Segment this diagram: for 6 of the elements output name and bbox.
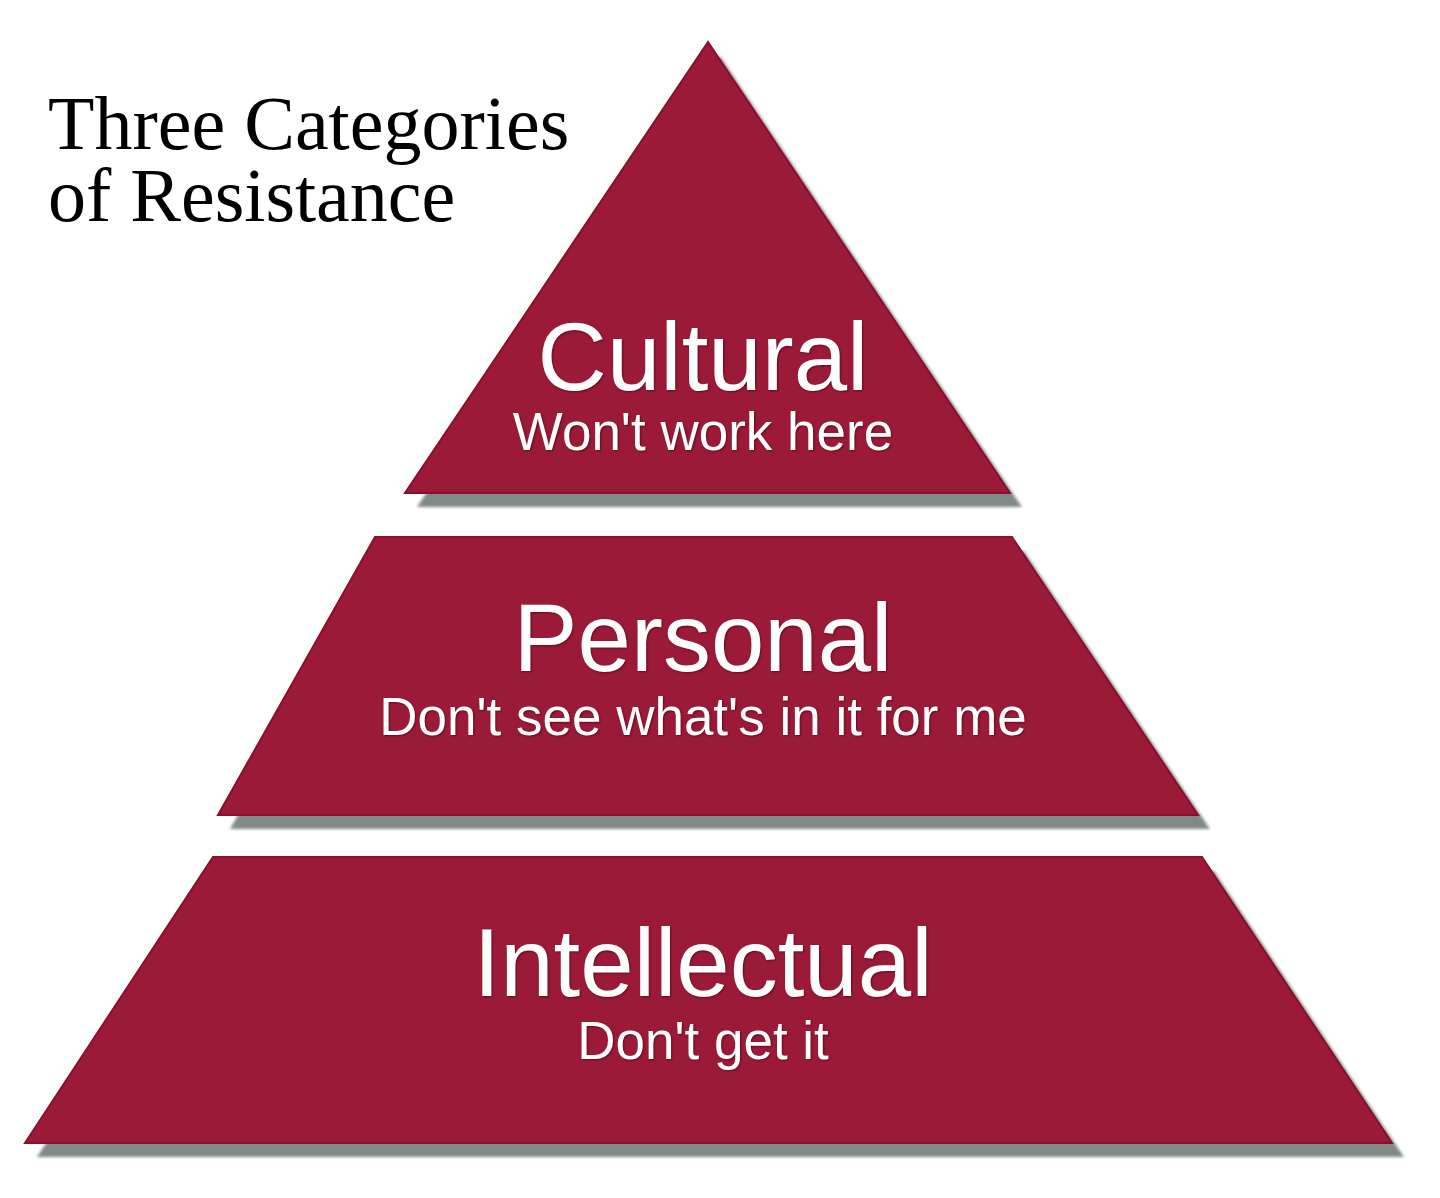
tier-heading: Personal bbox=[513, 590, 893, 686]
tier-heading: Cultural bbox=[537, 309, 869, 405]
diagram-title: Three Categories of Resistance bbox=[48, 87, 571, 231]
tier-description: Won't work here bbox=[512, 405, 894, 458]
tier-description: Don't see what's in it for me bbox=[379, 690, 1027, 743]
tier-heading: Intellectual bbox=[473, 915, 933, 1011]
